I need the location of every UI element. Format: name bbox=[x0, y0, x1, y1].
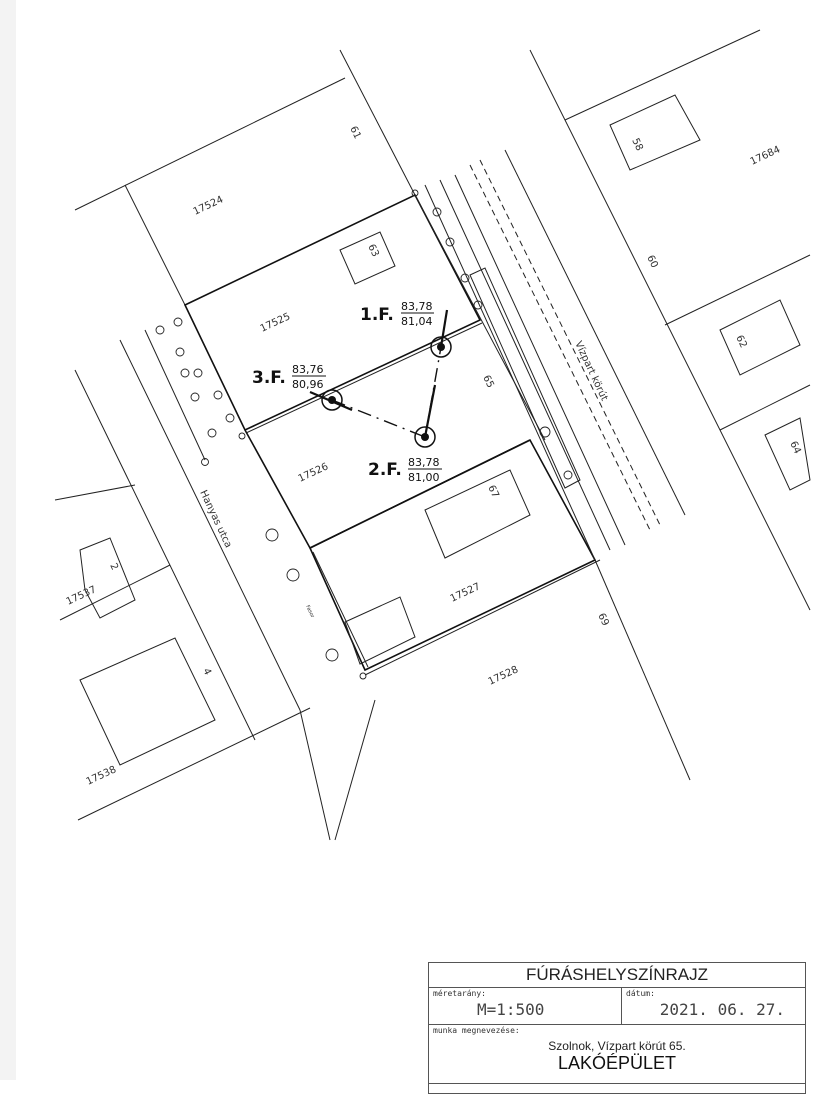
parcel-17527: 17527 bbox=[449, 581, 482, 604]
parcel-17684: 17684 bbox=[749, 144, 782, 167]
parcel-17524: 17524 bbox=[192, 194, 225, 217]
svg-text:2.F.: 2.F. bbox=[368, 460, 402, 480]
house-number: 4 bbox=[200, 667, 213, 677]
borehole-3: 3.F. 83,76 80,96 bbox=[252, 363, 343, 411]
parcel-17525: 17525 bbox=[259, 311, 292, 334]
borehole-1: 1.F. 83,78 81,04 bbox=[360, 300, 452, 358]
building-type: LAKÓÉPÜLET bbox=[557, 1053, 677, 1073]
borehole-2: 2.F. 83,78 81,00 bbox=[368, 426, 442, 484]
svg-text:80,96: 80,96 bbox=[292, 378, 324, 391]
house-number: 69 bbox=[595, 612, 610, 628]
scale-label: méretarány: bbox=[433, 989, 486, 998]
svg-text:3.F.: 3.F. bbox=[252, 368, 286, 388]
scale-value: M=1:500 bbox=[477, 1000, 545, 1019]
street-hanyas-utca: Hanyas utca bbox=[197, 489, 233, 550]
svg-text:83,78: 83,78 bbox=[408, 456, 440, 469]
house-number: 60 bbox=[644, 254, 659, 270]
house-number: 64 bbox=[787, 440, 802, 456]
boundary-lines bbox=[54, 29, 811, 841]
house-number: 2 bbox=[107, 562, 120, 572]
house-number: 62 bbox=[733, 334, 748, 350]
title-block: FÚRÁSHELYSZÍNRAJZ méretarány: M=1:500 dá… bbox=[428, 962, 806, 1094]
house-number: 65 bbox=[480, 374, 495, 390]
house-number: 67 bbox=[485, 484, 500, 500]
drawing-title: FÚRÁSHELYSZÍNRAJZ bbox=[429, 963, 805, 988]
street-vizpart-korut: Vízpart körút bbox=[572, 339, 610, 403]
svg-text:81,04: 81,04 bbox=[401, 315, 433, 328]
parcel-17538: 17538 bbox=[85, 764, 118, 787]
house-number: 58 bbox=[629, 137, 644, 153]
page-edge bbox=[0, 0, 16, 1080]
tree-icons bbox=[155, 189, 573, 680]
borehole-connections bbox=[309, 309, 449, 438]
house-number: 61 bbox=[347, 125, 362, 141]
svg-text:83,78: 83,78 bbox=[401, 300, 433, 313]
parcel-17528: 17528 bbox=[487, 664, 520, 687]
date-value: 2021. 06. 27. bbox=[659, 1000, 785, 1019]
house-number: 63 bbox=[365, 243, 380, 259]
svg-text:1.F.: 1.F. bbox=[360, 305, 394, 325]
tree-row-label: Fasor bbox=[304, 604, 315, 619]
parcel-17526: 17526 bbox=[297, 461, 330, 484]
address: Szolnok, Vízpart körút 65. bbox=[548, 1039, 686, 1053]
svg-text:83,76: 83,76 bbox=[292, 363, 324, 376]
date-label: dátum: bbox=[626, 989, 655, 998]
svg-text:81,00: 81,00 bbox=[408, 471, 440, 484]
work-label: munka megnevezése: bbox=[433, 1026, 520, 1035]
